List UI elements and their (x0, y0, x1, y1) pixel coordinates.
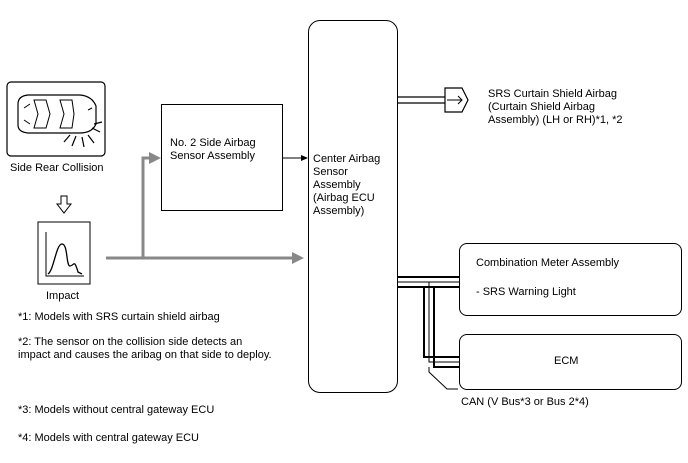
note-2: *2: The sensor on the collision side det… (18, 336, 272, 361)
note-4: *4: Models with central gateway ECU (18, 432, 199, 444)
combination-meter-title: Combination Meter Assembly (476, 257, 620, 269)
center-sensor-label: Center Airbag Sensor Assembly (Airbag EC… (313, 153, 381, 217)
ecm-label: ECM (554, 355, 579, 367)
center-airbag-sensor-box: Center Airbag Sensor Assembly (Airbag EC… (308, 20, 398, 393)
srs-warning-light-label: - SRS Warning Light (476, 286, 576, 298)
collision-label: Side Rear Collision (10, 162, 104, 174)
side-airbag-sensor-box: No. 2 Side Airbag Sensor Assembly (161, 104, 283, 211)
impact-label: Impact (46, 290, 80, 302)
ecm-box: ECM (459, 334, 682, 390)
down-arrow-icon (55, 195, 73, 214)
can-bus-label: CAN (V Bus*3 or Bus 2*4) (461, 396, 589, 408)
note-3: *3: Models without central gateway ECU (18, 404, 215, 416)
curtain-airbag-label: SRS Curtain Shield Airbag (Curtain Shiel… (488, 88, 623, 126)
car-collision-icon (6, 81, 106, 157)
note-1: *1: Models with SRS curtain shield airba… (18, 311, 220, 323)
side-sensor-label: No. 2 Side Airbag Sensor Assembly (170, 137, 256, 162)
impact-graph-icon (37, 221, 91, 285)
combination-meter-box: Combination Meter Assembly - SRS Warning… (459, 243, 682, 316)
